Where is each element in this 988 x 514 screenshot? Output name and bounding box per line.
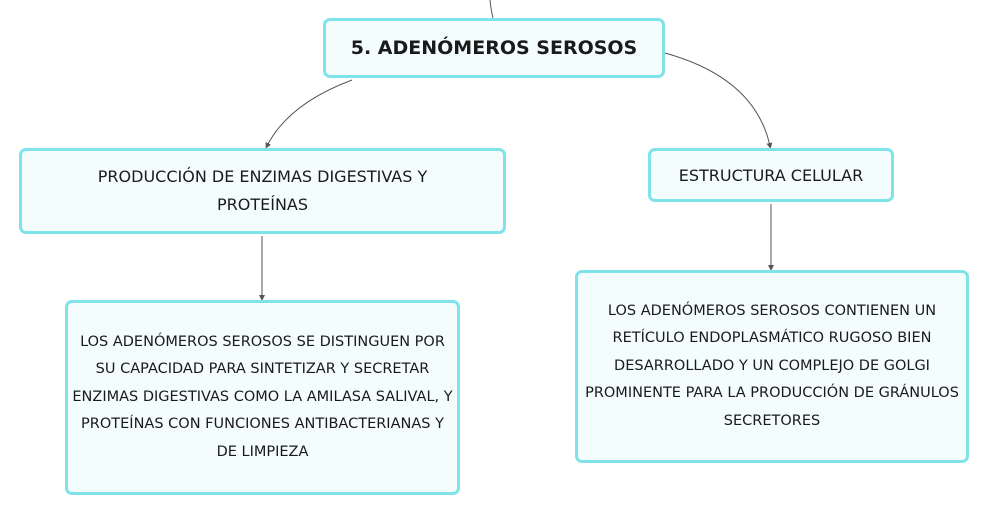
- connector-main-to-right: [664, 52, 773, 149]
- subtopic-label-estructura: ESTRUCTURA CELULAR: [678, 165, 864, 185]
- subtopic-node-estructura[interactable]: ESTRUCTURA CELULAR: [648, 148, 894, 202]
- subtopic-node-enzimas[interactable]: PRODUCCIÓN DE ENZIMAS DIGESTIVAS Y PROTE…: [19, 148, 506, 234]
- connector-main-to-left: [265, 79, 353, 149]
- main-topic-node[interactable]: 5. ADENÓMEROS SEROSOS: [323, 18, 665, 78]
- detail-label-estructura: LOS ADENÓMEROS SEROSOS CONTIENEN UN RETÍ…: [585, 302, 959, 429]
- subtopic-label-enzimas: PRODUCCIÓN DE ENZIMAS DIGESTIVAS Y PROTE…: [97, 167, 428, 214]
- detail-label-enzimas: LOS ADENÓMEROS SEROSOS SE DISTINGUEN POR…: [72, 333, 453, 460]
- main-topic-label: 5. ADENÓMEROS SEROSOS: [350, 37, 638, 59]
- detail-node-estructura[interactable]: LOS ADENÓMEROS SEROSOS CONTIENEN UN RETÍ…: [575, 270, 969, 463]
- connector-parent-to-main: [489, 0, 494, 19]
- detail-node-enzimas[interactable]: LOS ADENÓMEROS SEROSOS SE DISTINGUEN POR…: [65, 300, 460, 495]
